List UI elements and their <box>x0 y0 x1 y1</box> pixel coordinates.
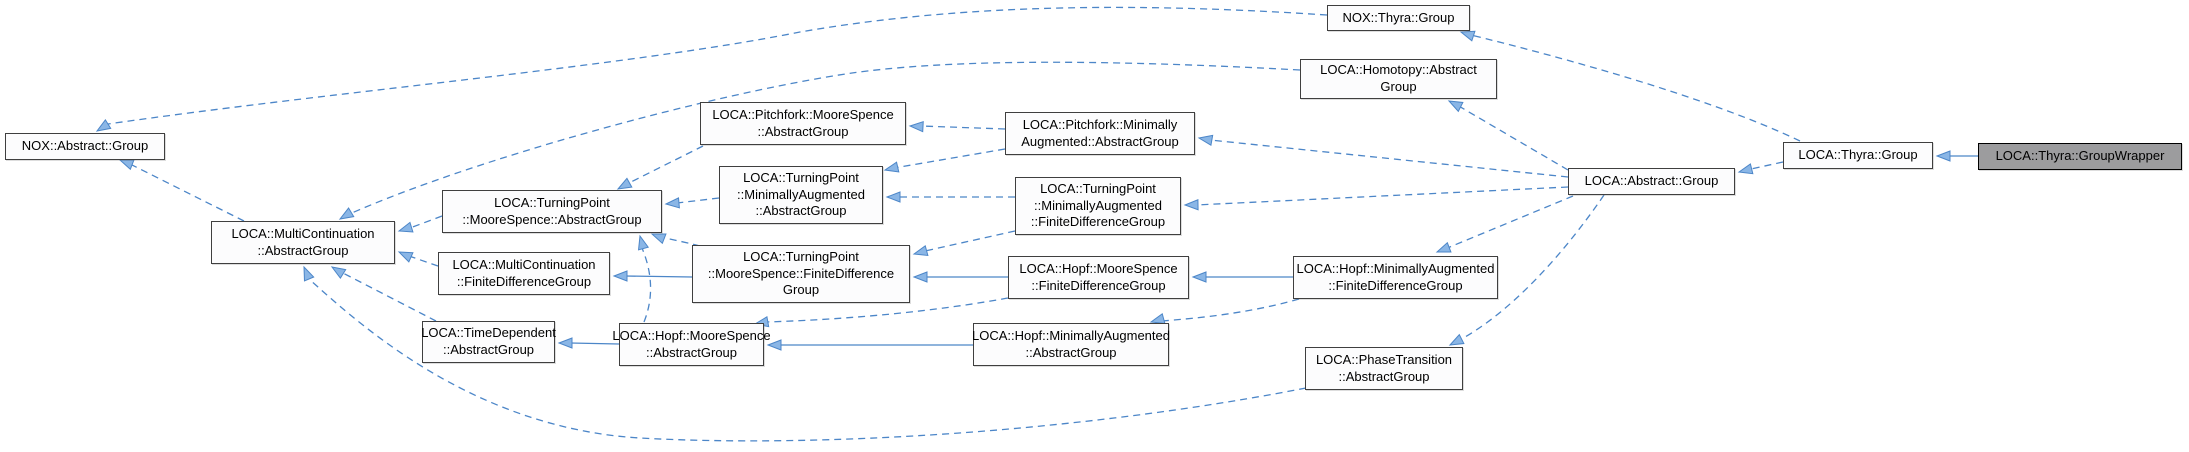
arrowhead-icon <box>95 118 112 132</box>
class-node-loca-multicontinuation-abstractgroup[interactable]: LOCA::MultiContinuation ::AbstractGroup <box>211 221 395 264</box>
class-node-loca-hopf-moorespence-finitedifferencegroup[interactable]: LOCA::Hopf::MooreSpence ::FiniteDifferen… <box>1008 256 1189 299</box>
arrowhead-icon <box>616 177 633 190</box>
inheritance-edge-loca-turningpoint-moorespence-finitedifferencegroup-to-loca-multicontinuation-finitedifferencegroup <box>624 275 693 278</box>
inheritance-edge-loca-multicontinuation-finitedifferencegroup-to-loca-multicontinuation-abstractgroup <box>408 255 439 267</box>
arrowhead-icon <box>330 266 347 280</box>
arrowhead-icon <box>1447 100 1464 113</box>
inheritance-edge-loca-abstract-group-to-loca-phasetransition-abstractgroup <box>1457 194 1605 342</box>
inheritance-edge-loca-pitchfork-moorespence-abstractgroup-to-loca-turningpoint-moorespence-abstractgroup <box>628 145 704 184</box>
inheritance-edge-loca-pitchfork-minimallyaugmented-abstractgroup-to-loca-pitchfork-moorespence-abstractgroup <box>920 125 1006 130</box>
inheritance-edge-loca-thyra-group-to-loca-abstract-group <box>1750 161 1784 170</box>
inheritance-edge-loca-thyra-group-to-nox-thyra-group <box>1466 33 1801 142</box>
class-node-loca-abstract-group[interactable]: LOCA::Abstract::Group <box>1568 168 1735 195</box>
inheritance-edge-loca-hopf-moorespence-finitedifferencegroup-to-loca-hopf-moorespence-abstractgroup <box>765 297 1009 323</box>
arrowhead-icon <box>397 221 414 233</box>
inheritance-edge-loca-abstract-group-to-loca-hopf-minimallyaugmented-finitedifferencegroup <box>1444 195 1574 250</box>
class-node-loca-hopf-moorespence-abstractgroup[interactable]: LOCA::Hopf::MooreSpence ::AbstractGroup <box>612 323 771 366</box>
inheritance-edge-loca-turningpoint-minimallyaugmented-abstractgroup-to-loca-turningpoint-moorespence-abstractgroup <box>676 197 720 204</box>
class-node-loca-turningpoint-minimallyaugmented-abstractgroup[interactable]: LOCA::TurningPoint ::MinimallyAugmented … <box>719 166 883 224</box>
inheritance-edge-loca-timedependent-abstractgroup-to-loca-multicontinuation-abstractgroup <box>340 271 437 322</box>
inheritance-edge-loca-multicontinuation-abstractgroup-to-nox-abstract-group <box>127 162 245 222</box>
class-node-loca-pitchfork-moorespence-abstractgroup[interactable]: LOCA::Pitchfork::MooreSpence ::AbstractG… <box>700 102 906 145</box>
arrowhead-icon <box>637 234 650 251</box>
arrowhead-icon <box>1459 30 1476 42</box>
arrowhead-icon <box>1737 163 1754 175</box>
arrowhead-icon <box>885 191 901 203</box>
inheritance-edge-loca-hopf-moorespence-abstractgroup-to-loca-timedependent-abstractgroup <box>569 342 620 345</box>
inheritance-edge-loca-hopf-moorespence-abstractgroup-to-loca-turningpoint-moorespence-abstractgroup <box>641 247 652 323</box>
arrowhead-icon <box>1448 333 1465 346</box>
class-node-loca-thyra-group[interactable]: LOCA::Thyra::Group <box>1783 142 1933 169</box>
class-node-loca-homotopy-abstractgroup[interactable]: LOCA::Homotopy::Abstract Group <box>1300 59 1497 99</box>
class-node-loca-turningpoint-minimallyaugmented-finitedifferencegroup[interactable]: LOCA::TurningPoint ::MinimallyAugmented … <box>1015 177 1181 235</box>
inheritance-edge-loca-abstract-group-to-loca-turningpoint-minimallyaugmented-finitedifferencegroup <box>1195 186 1569 206</box>
inheritance-edge-loca-abstract-group-to-loca-homotopy-abstractgroup <box>1456 104 1569 171</box>
arrowhead-icon <box>303 265 315 282</box>
arrowhead-icon <box>1149 312 1166 325</box>
arrowhead-icon <box>612 270 628 282</box>
class-node-loca-hopf-minimallyaugmented-finitedifferencegroup[interactable]: LOCA::Hopf::MinimallyAugmented ::FiniteD… <box>1293 256 1498 299</box>
inheritance-edge-nox-thyra-group-to-nox-abstract-group <box>107 6 1328 125</box>
inheritance-edge-loca-phasetransition-abstractgroup-to-loca-multicontinuation-abstractgroup <box>308 278 1307 442</box>
arrowhead-icon <box>912 244 929 257</box>
inheritance-edge-loca-homotopy-abstractgroup-to-loca-multicontinuation-abstractgroup <box>344 61 1301 217</box>
arrowhead-icon <box>338 207 355 220</box>
arrowhead-icon <box>1935 150 1951 162</box>
class-node-loca-multicontinuation-finitedifferencegroup[interactable]: LOCA::MultiContinuation ::FiniteDifferen… <box>438 252 610 295</box>
inheritance-edge-loca-turningpoint-moorespence-abstractgroup-to-loca-multicontinuation-abstractgroup <box>409 215 443 229</box>
class-node-loca-timedependent-abstractgroup[interactable]: LOCA::TimeDependent ::AbstractGroup <box>421 321 556 363</box>
arrowhead-icon <box>908 120 924 133</box>
class-node-loca-phasetransition-abstractgroup[interactable]: LOCA::PhaseTransition ::AbstractGroup <box>1305 347 1463 390</box>
arrowhead-icon <box>1191 271 1207 283</box>
class-node-loca-thyra-groupwrapper: LOCA::Thyra::GroupWrapper <box>1978 143 2182 170</box>
arrowhead-icon <box>912 271 928 283</box>
arrowhead-icon <box>766 339 782 351</box>
class-node-loca-pitchfork-minimallyaugmented-abstractgroup[interactable]: LOCA::Pitchfork::Minimally Augmented::Ab… <box>1005 112 1195 155</box>
inheritance-edge-loca-pitchfork-minimallyaugmented-abstractgroup-to-loca-turningpoint-minimallyaugmented-abstractgroup <box>893 148 1006 169</box>
inheritance-edge-loca-hopf-minimallyaugmented-finitedifferencegroup-to-loca-hopf-minimallyaugmented-abstractgroup <box>1161 298 1300 322</box>
arrowhead-icon <box>650 233 667 245</box>
class-node-nox-abstract-group[interactable]: NOX::Abstract::Group <box>5 133 165 160</box>
arrowhead-icon <box>883 161 900 173</box>
class-node-loca-turningpoint-moorespence-finitedifferencegroup[interactable]: LOCA::TurningPoint ::MooreSpence::Finite… <box>692 245 910 303</box>
arrowhead-icon <box>1197 134 1214 146</box>
arrowhead-icon <box>664 197 680 209</box>
inheritance-edge-loca-turningpoint-minimallyaugmented-finitedifferencegroup-to-loca-turningpoint-moorespence-finitedifferencegroup <box>924 230 1016 252</box>
arrowhead-icon <box>397 251 414 263</box>
arrowhead-icon <box>1183 199 1199 211</box>
class-node-nox-thyra-group[interactable]: NOX::Thyra::Group <box>1327 5 1470 31</box>
inheritance-edge-loca-abstract-group-to-loca-pitchfork-minimallyaugmented-abstractgroup <box>1209 139 1569 178</box>
class-node-loca-hopf-minimallyaugmented-abstractgroup[interactable]: LOCA::Hopf::MinimallyAugmented ::Abstrac… <box>972 323 1170 366</box>
arrowhead-icon <box>1435 241 1452 253</box>
arrowhead-icon <box>557 337 573 349</box>
class-node-loca-turningpoint-moorespence-abstractgroup[interactable]: LOCA::TurningPoint ::MooreSpence::Abstra… <box>442 190 662 233</box>
